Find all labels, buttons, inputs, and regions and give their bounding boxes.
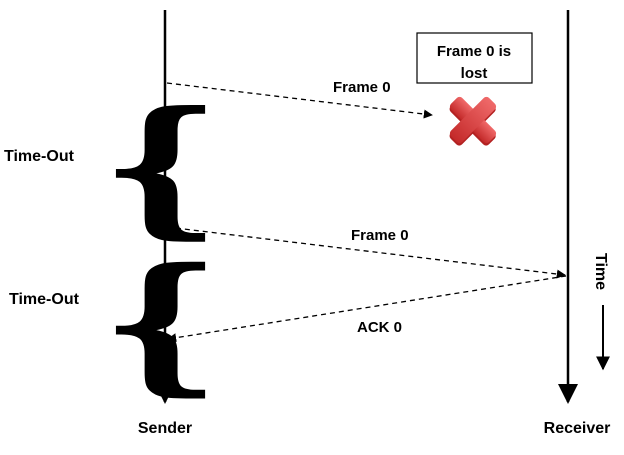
frame-0-retransmit-arrow — [166, 226, 566, 279]
receiver-label: Receiver — [544, 420, 611, 437]
frame-0-retransmit-label: Frame 0 — [351, 227, 409, 244]
time-axis: Time — [592, 253, 610, 371]
timeout-label-1: Time-Out — [4, 148, 75, 165]
timeout-brace-1: { — [100, 79, 222, 253]
sender-label: Sender — [138, 420, 192, 437]
timeout-label-2: Time-Out — [9, 291, 80, 308]
frame-0-lost-label: Frame 0 — [333, 79, 391, 96]
loss-note: Frame 0 is lost — [416, 32, 533, 84]
ack-0-label: ACK 0 — [357, 319, 402, 336]
red-x-icon — [449, 96, 497, 146]
ack-0-arrow — [167, 275, 567, 343]
time-axis-label: Time — [592, 253, 609, 290]
loss-note-line1: Frame 0 is — [437, 43, 511, 60]
timeout-brace-2: { — [100, 236, 222, 410]
loss-note-line2: lost — [461, 65, 488, 82]
loss-note-box — [416, 32, 533, 84]
